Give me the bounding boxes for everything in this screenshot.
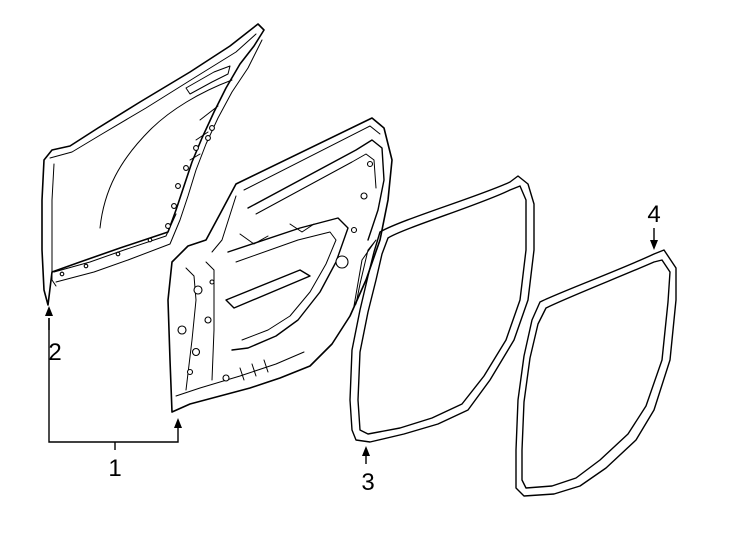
callout-1-arrowhead [174, 418, 182, 428]
callout-1-bracket [48, 318, 179, 443]
callout-2-group: 2 [45, 306, 62, 366]
outer-door-skin-panel[interactable] [41, 23, 265, 306]
callout-4-label: 4 [647, 201, 660, 228]
inner-door-frame[interactable] [167, 117, 393, 413]
callout-4-arrowhead [650, 240, 658, 250]
callout-3-label: 3 [361, 469, 374, 496]
callout-1-group: 1 [48, 318, 182, 482]
callout-3-arrowhead [362, 446, 370, 456]
door-weatherstrip-outer[interactable] [349, 175, 535, 443]
door-weatherstrip-inner[interactable] [515, 249, 677, 497]
callout-4-group: 4 [647, 201, 661, 250]
callout-2-arrowhead [45, 306, 53, 316]
callout-1-label: 1 [108, 455, 121, 482]
callout-2-label: 2 [48, 339, 61, 366]
callout-3-group: 3 [361, 446, 375, 496]
